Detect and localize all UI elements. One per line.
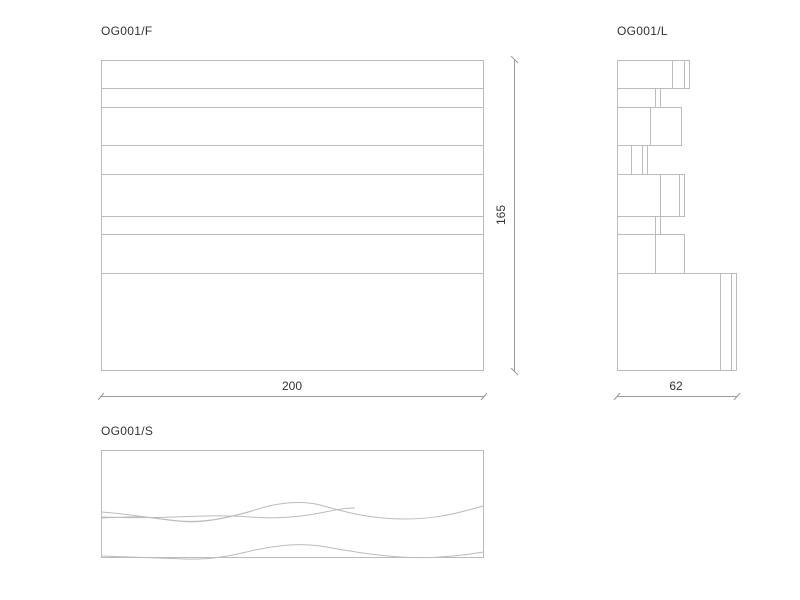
height-dimension-tick xyxy=(511,368,518,375)
depth-dimension xyxy=(614,393,740,400)
side-slat xyxy=(618,146,648,175)
top-view xyxy=(102,451,484,560)
side-slat xyxy=(618,89,661,108)
width-dimension-tick xyxy=(98,393,104,400)
top-wave-contour xyxy=(102,545,484,560)
side-view xyxy=(618,61,737,371)
front-view-label: OG001/F xyxy=(101,24,153,38)
side-slat xyxy=(618,175,685,217)
height-dimension-tick xyxy=(511,56,518,63)
side-slat xyxy=(618,61,690,89)
depth-dimension-tick xyxy=(614,393,620,400)
top-wave-contour xyxy=(102,511,253,522)
side-view-label: OG001/L xyxy=(617,24,668,38)
width-dimension-tick xyxy=(481,393,487,400)
top-view-label: OG001/S xyxy=(101,424,154,438)
width-dimension xyxy=(98,393,487,400)
side-slat xyxy=(618,235,685,274)
front-outline xyxy=(102,61,484,371)
side-slat xyxy=(618,108,682,146)
depth-dimension-label: 62 xyxy=(669,379,683,393)
depth-dimension-tick xyxy=(734,393,740,400)
top-outline xyxy=(102,451,484,558)
side-slat xyxy=(618,274,737,371)
front-view xyxy=(102,61,484,371)
width-dimension-label: 200 xyxy=(281,379,303,393)
height-dimension-label: 165 xyxy=(494,204,508,226)
side-slat xyxy=(618,217,661,235)
height-dimension xyxy=(511,56,518,375)
